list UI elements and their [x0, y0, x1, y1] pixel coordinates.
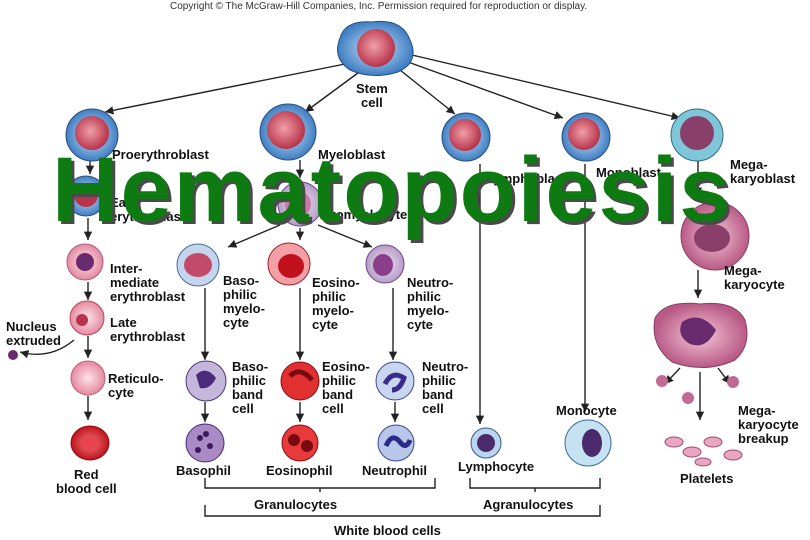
eosinophilic-band-cell [280, 361, 320, 401]
lineage-arrows [19, 54, 731, 424]
promyelocyte-cell [277, 181, 323, 227]
promyelocyte-label: Promyelocyte [322, 207, 408, 222]
reticulocyte-label: Reticulo- cyte [108, 371, 164, 400]
basophilic-band-label: Baso- philic band cell [232, 359, 269, 416]
intermediate-erythroblast-label: Inter- mediate erythroblast [110, 261, 186, 304]
platelets-cluster [664, 436, 743, 467]
eosinophil-cell [281, 424, 319, 462]
megakaryocyte-mid-cell [680, 201, 750, 271]
intermediate-erythroblast-cell [66, 243, 104, 281]
granulocytes-label: Granulocytes [254, 497, 338, 512]
stem-cell-label: Stem cell [356, 81, 388, 110]
late-erythroblast-label: Late erythroblast [110, 315, 186, 344]
lymphoblast-cell [441, 112, 491, 162]
group-brackets [204, 478, 601, 517]
myeloblast-cell [259, 103, 317, 161]
neutrophilic-myelocyte-cell [365, 244, 405, 284]
monoblast-cell [561, 112, 611, 162]
monocyte-cell [564, 419, 612, 467]
megakaryoblast-cell [670, 108, 724, 162]
early-erythroblast-cell [65, 175, 107, 217]
eosinophilic-myelocyte-label: Eosino- philic myelo- cyte [312, 275, 360, 332]
platelets-label: Platelets [680, 471, 734, 486]
monoblast-label: Monoblast [596, 165, 661, 180]
basophilic-band-cell [185, 360, 227, 402]
late-erythroblast-cell [69, 300, 105, 336]
white-blood-cells-label: White blood cells [334, 523, 441, 538]
copyright-notice: Copyright © The McGraw-Hill Companies, I… [170, 1, 588, 12]
early-erythroblast-label: Early erythroblast [110, 195, 186, 224]
neutrophil-cell [377, 424, 415, 462]
neutrophilic-myelocyte-label: Neutro- philic myelo- cyte [407, 275, 454, 332]
megakaryocyte-cell [653, 302, 748, 369]
basophil-cell [185, 423, 225, 463]
reticulocyte-cell [70, 360, 106, 396]
agranulocytes-label: Agranulocytes [483, 497, 574, 512]
basophil-label: Basophil [176, 463, 231, 478]
neutrophilic-band-label: Neutro- philic band cell [422, 359, 469, 416]
monocyte-label: Monocyte [556, 403, 617, 418]
megakaryocyte-breakup-label: Mega- karyocyte breakup [738, 403, 799, 446]
stem-cell [337, 20, 414, 76]
basophilic-myelocyte-label: Baso- philic myelo- cyte [223, 273, 265, 330]
extruded-nucleus [8, 350, 18, 360]
lymphoblast-label: Lymphoblast [486, 171, 567, 186]
lymphocyte-cell [470, 427, 502, 459]
page-title: Hematopoiesis [52, 139, 733, 241]
nucleus-extruded-label: Nucleus extruded [6, 319, 61, 348]
eosinophilic-band-label: Eosino- philic band cell [322, 359, 370, 416]
eosinophil-label: Eosinophil [266, 463, 333, 478]
megakaryocyte-fragments [656, 375, 739, 404]
lymphocyte-label: Lymphocyte [458, 459, 535, 474]
eosinophilic-myelocyte-cell [267, 242, 311, 286]
neutrophilic-band-cell [375, 361, 415, 401]
proerythroblast-label: Proerythroblast [112, 147, 209, 162]
proerythroblast-cell [65, 108, 119, 162]
myeloblast-label: Myeloblast [318, 147, 386, 162]
neutrophil-label: Neutrophil [362, 463, 427, 478]
megakaryocyte-label: Mega- karyocyte [724, 263, 785, 292]
red-blood-cell-label: Red blood cell [56, 467, 117, 496]
basophilic-myelocyte-cell [176, 243, 220, 287]
megakaryoblast-label: Mega- karyoblast [730, 157, 796, 186]
red-blood-cell [70, 425, 110, 461]
